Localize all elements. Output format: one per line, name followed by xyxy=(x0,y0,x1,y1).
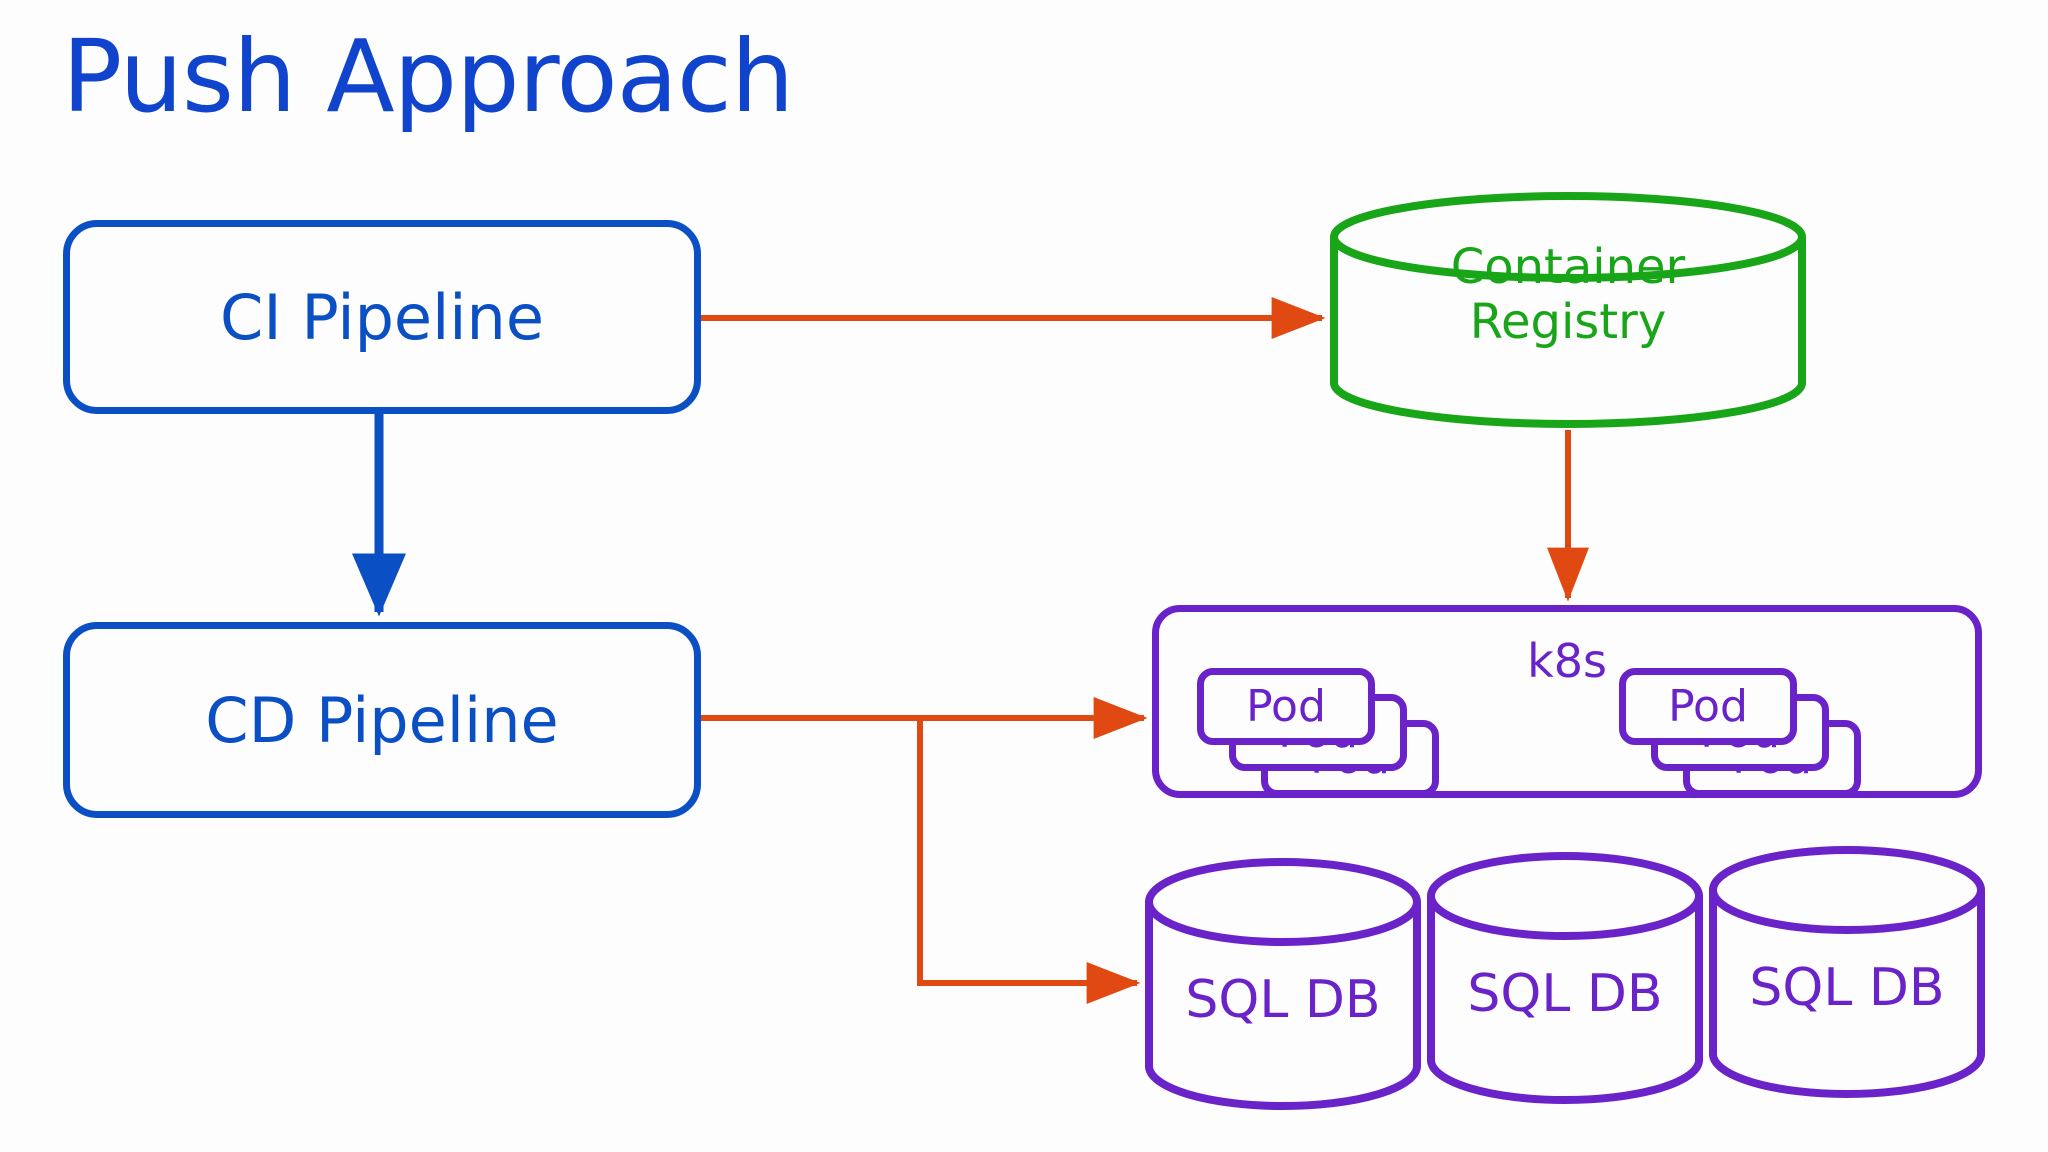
cylinder-shape-registry xyxy=(1330,192,1806,428)
node-sql-db-1[interactable]: SQL DB xyxy=(1145,858,1421,1110)
node-sql-db-3[interactable]: SQL DB xyxy=(1709,846,1985,1098)
cylinder-shape-sqldb xyxy=(1145,858,1421,1110)
page-title: Push Approach xyxy=(62,18,794,135)
node-sql-db-2[interactable]: SQL DB xyxy=(1427,852,1703,1104)
node-k8s-cluster-label: k8s xyxy=(1527,634,1607,688)
cylinder-shape-sqldb xyxy=(1427,852,1703,1104)
connector-cd-to-sqldb xyxy=(917,718,1141,1004)
cylinder-shape-sqldb xyxy=(1709,846,1985,1098)
pod-group-left: Pod Pod Pod xyxy=(1197,668,1467,798)
node-ci-pipeline-label: CI Pipeline xyxy=(220,280,544,354)
pod-card-front[interactable]: Pod xyxy=(1619,668,1797,745)
node-cd-pipeline[interactable]: CD Pipeline xyxy=(63,622,701,818)
node-container-registry[interactable]: Container Registry xyxy=(1330,192,1806,428)
pod-group-right: Pod Pod Pod xyxy=(1619,668,1889,798)
pod-label: Pod xyxy=(1246,680,1326,732)
node-cd-pipeline-label: CD Pipeline xyxy=(205,683,559,757)
node-k8s-cluster[interactable]: k8s Pod Pod Pod Pod Pod Pod xyxy=(1152,605,1982,798)
pod-label: Pod xyxy=(1668,680,1748,732)
node-ci-pipeline[interactable]: CI Pipeline xyxy=(63,220,701,414)
pod-card-front[interactable]: Pod xyxy=(1197,668,1375,745)
